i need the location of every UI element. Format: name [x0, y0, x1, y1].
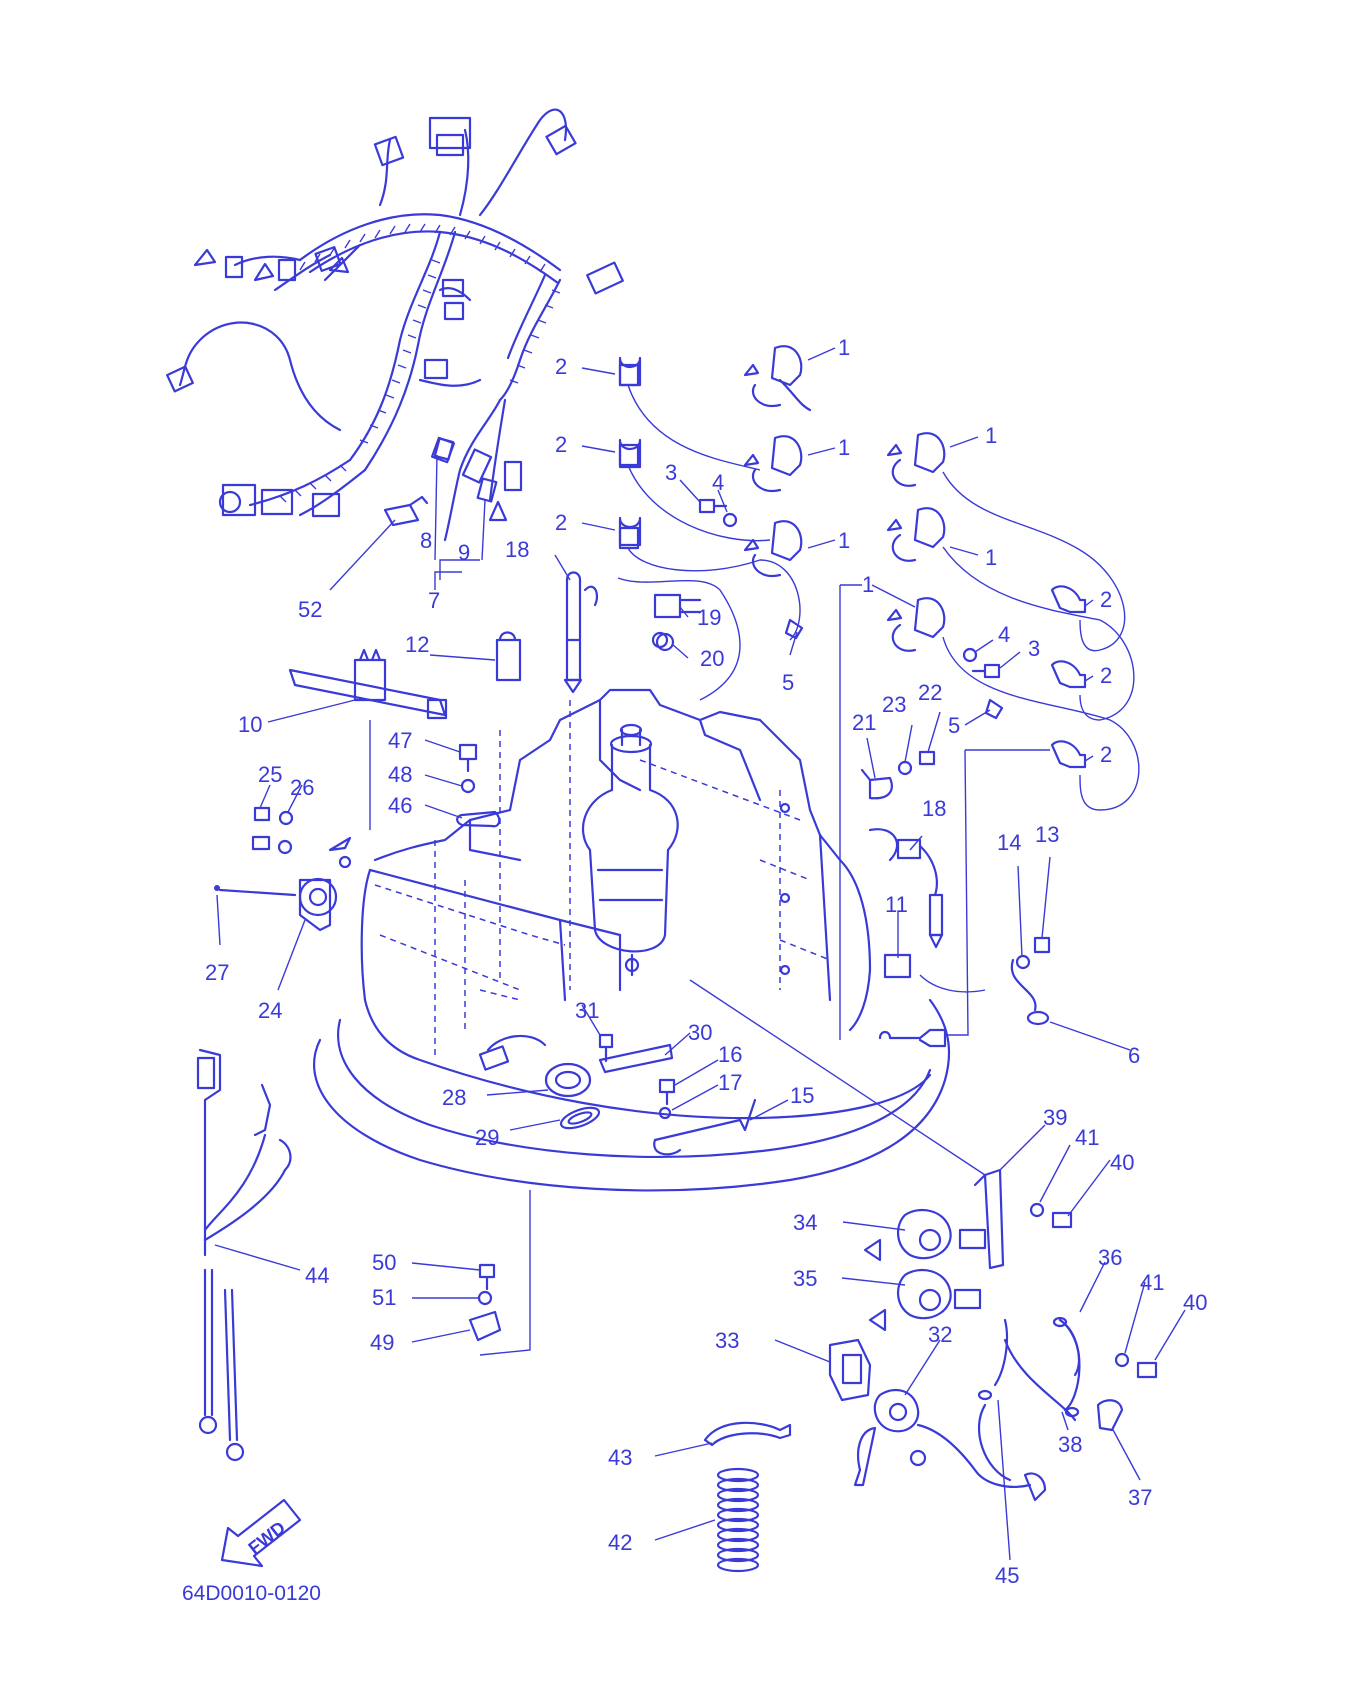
callout-23: 23 — [882, 692, 906, 717]
callout-labels: 1 1 1 1 1 1 2 2 2 2 2 2 3 3 4 4 5 5 6 7 … — [205, 335, 1207, 1588]
callout-42: 42 — [608, 1530, 632, 1555]
misc-parts — [196, 356, 1158, 1573]
callout-22: 22 — [918, 680, 942, 705]
callout-41b: 41 — [1140, 1270, 1164, 1295]
callout-11: 11 — [885, 892, 908, 917]
callout-19: 19 — [697, 605, 721, 630]
callout-40b: 40 — [1183, 1290, 1207, 1315]
callout-7: 7 — [428, 588, 440, 613]
callout-28: 28 — [442, 1085, 466, 1110]
callout-2b: 2 — [555, 432, 567, 457]
callout-6: 6 — [1128, 1043, 1140, 1068]
callout-34: 34 — [793, 1210, 817, 1235]
part-code: 64D0010-0120 — [182, 1582, 321, 1605]
callout-5a: 5 — [782, 670, 794, 695]
fwd-arrow: FWD — [220, 1498, 302, 1568]
callout-39: 39 — [1043, 1105, 1067, 1130]
callout-1b: 1 — [838, 435, 850, 460]
callout-2f: 2 — [1100, 742, 1112, 767]
callout-2c: 2 — [555, 510, 567, 535]
callout-9: 9 — [458, 540, 470, 565]
callout-3a: 3 — [665, 460, 677, 485]
callout-50: 50 — [372, 1250, 396, 1275]
callout-40a: 40 — [1110, 1150, 1134, 1175]
callout-48: 48 — [388, 762, 412, 787]
callout-36: 36 — [1098, 1245, 1122, 1270]
callout-18a: 18 — [505, 537, 529, 562]
callout-1c: 1 — [838, 528, 850, 553]
callout-20: 20 — [700, 646, 724, 671]
callout-44: 44 — [305, 1263, 329, 1288]
callout-29: 29 — [475, 1125, 499, 1150]
callout-2d: 2 — [1100, 587, 1112, 612]
callout-52: 52 — [298, 597, 322, 622]
engine-block — [312, 688, 951, 1192]
callout-45: 45 — [995, 1563, 1019, 1588]
callout-51: 51 — [372, 1285, 396, 1310]
callout-21: 21 — [852, 710, 876, 735]
callout-41a: 41 — [1075, 1125, 1099, 1150]
callout-16: 16 — [718, 1042, 742, 1067]
callout-1d: 1 — [985, 423, 997, 448]
callout-13: 13 — [1035, 822, 1059, 847]
wire-harness — [166, 108, 624, 542]
leader-lines — [214, 347, 1186, 1561]
callout-31: 31 — [575, 998, 599, 1023]
callout-17: 17 — [718, 1070, 742, 1095]
callout-27: 27 — [205, 960, 229, 985]
ignition-coils — [617, 345, 1140, 811]
callout-33: 33 — [715, 1328, 739, 1353]
callout-26: 26 — [290, 775, 314, 800]
callout-35: 35 — [793, 1266, 817, 1291]
fwd-label: FWD — [244, 1517, 289, 1558]
callout-25: 25 — [258, 762, 282, 787]
callout-4a: 4 — [712, 470, 724, 495]
callout-2a: 2 — [555, 354, 567, 379]
callout-43: 43 — [608, 1445, 632, 1470]
callout-37: 37 — [1128, 1485, 1152, 1510]
callout-5b: 5 — [948, 713, 960, 738]
callout-49: 49 — [370, 1330, 394, 1355]
callout-14: 14 — [997, 830, 1021, 855]
callout-8: 8 — [420, 528, 432, 553]
callout-12: 12 — [405, 632, 429, 657]
callout-18b: 18 — [922, 796, 946, 821]
callout-1f: 1 — [862, 572, 874, 597]
callout-38: 38 — [1058, 1432, 1082, 1457]
callout-30: 30 — [688, 1020, 712, 1045]
callout-24: 24 — [258, 998, 282, 1023]
callout-10: 10 — [238, 712, 262, 737]
callout-47: 47 — [388, 728, 412, 753]
callout-4b: 4 — [998, 622, 1010, 647]
callout-1a: 1 — [838, 335, 850, 360]
callout-3b: 3 — [1028, 636, 1040, 661]
callout-46: 46 — [388, 793, 412, 818]
callout-32: 32 — [928, 1322, 952, 1347]
callout-1e: 1 — [985, 545, 997, 570]
callout-2e: 2 — [1100, 663, 1112, 688]
callout-15: 15 — [790, 1083, 814, 1108]
